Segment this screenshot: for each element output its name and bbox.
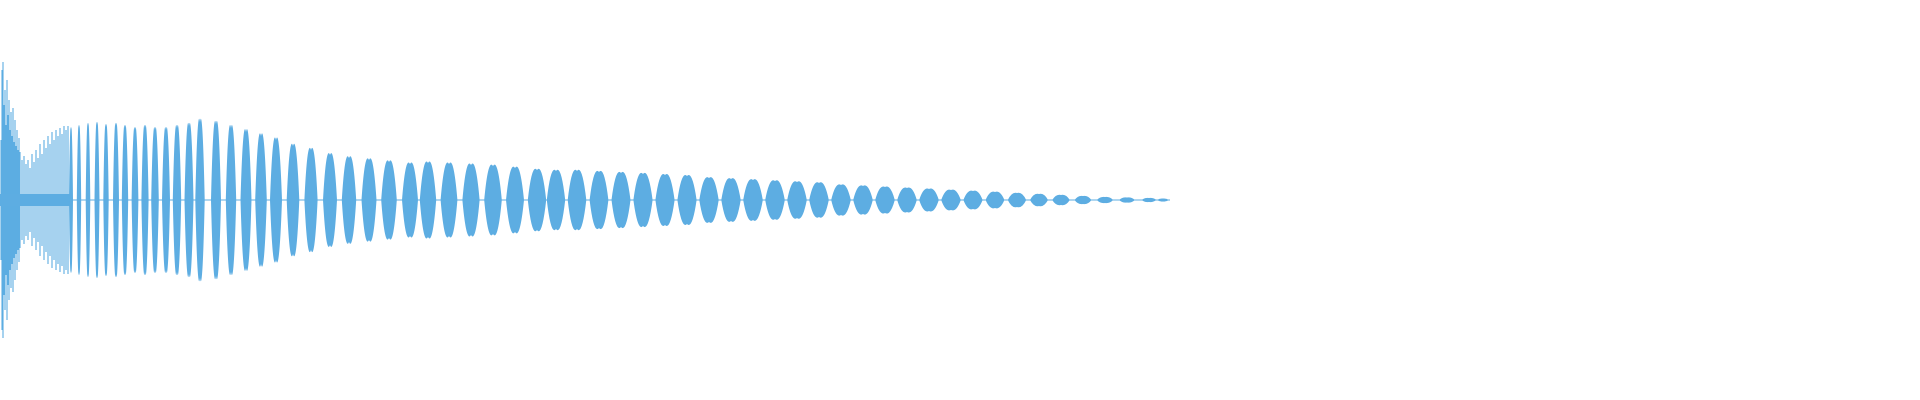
waveform-baseline: [0, 194, 70, 206]
waveform-envelope: [0, 62, 1170, 338]
